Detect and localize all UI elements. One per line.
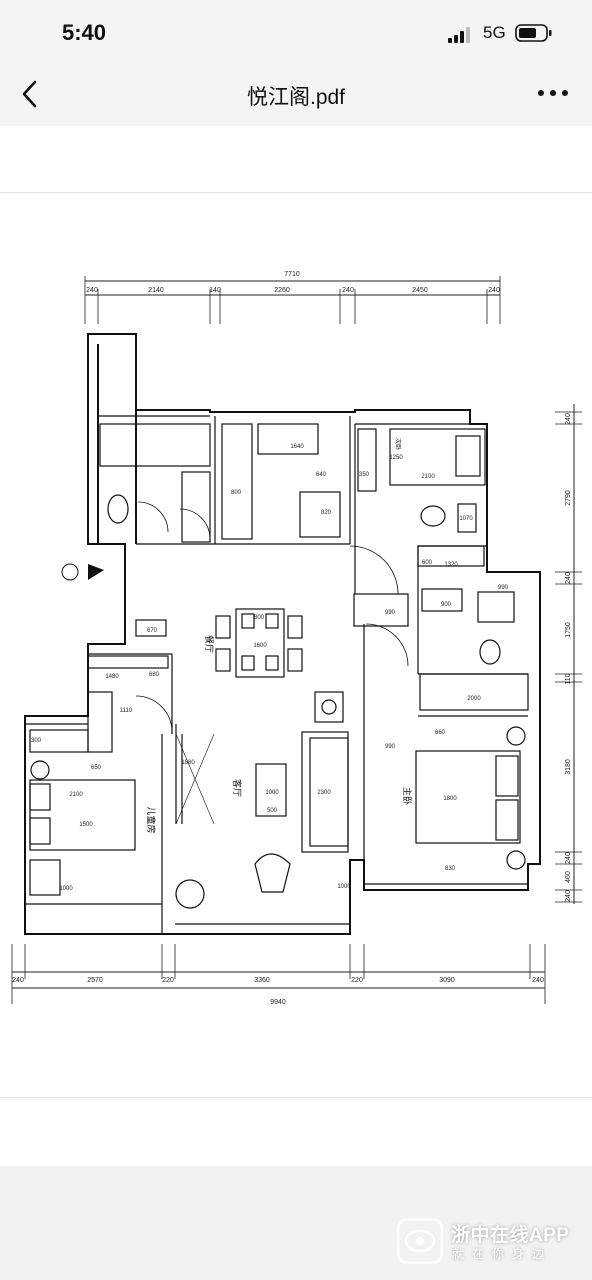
dim-label: 800	[231, 490, 242, 496]
dim-label: 990	[385, 610, 396, 616]
dim-label: 990	[385, 744, 396, 750]
dim-label: 1880	[181, 760, 195, 766]
dim-label: 1000	[59, 886, 73, 892]
status-bar: 5:40 5G	[0, 0, 592, 62]
page-divider	[0, 1097, 592, 1098]
dim-label: 800	[254, 615, 265, 621]
watermark-brand: 浙中在线APP	[451, 1225, 570, 1246]
top-dim: 2260	[274, 287, 290, 294]
bottom-dim: 220	[162, 977, 174, 984]
dim-label: 1070	[459, 516, 473, 522]
page-divider	[0, 192, 592, 193]
floor-plan-drawing: 7710 240 2140 140 2260 240 2450 240 240 …	[11, 271, 582, 1006]
app-watermark: 浙中在线APP 就在你身边	[0, 1166, 592, 1280]
top-dim: 2450	[412, 287, 428, 294]
back-arrow-icon[interactable]	[14, 76, 48, 112]
right-dim: 240	[565, 413, 572, 425]
dim-label: 1500	[79, 822, 93, 828]
bottom-dim: 240	[532, 977, 544, 984]
more-options-icon[interactable]	[536, 88, 570, 98]
status-time: 5:40	[62, 20, 107, 45]
top-dim: 2140	[148, 287, 164, 294]
room-label-child: 儿童房	[146, 806, 157, 833]
dim-label: 670	[147, 628, 158, 634]
network-type: 5G	[483, 23, 506, 42]
bottom-dim: 2570	[87, 977, 103, 984]
right-dim: 3180	[565, 759, 572, 775]
top-dim: 140	[209, 287, 221, 294]
top-total-dim: 7710	[284, 271, 300, 278]
battery-icon	[515, 24, 552, 42]
zhezhong-logo-icon	[397, 1218, 443, 1264]
dim-label: 350	[359, 472, 370, 478]
dim-label: 1250	[389, 455, 403, 461]
dim-label: 1000	[337, 884, 351, 890]
dim-label: 830	[445, 866, 456, 872]
dim-label: 650	[91, 765, 102, 771]
top-dim: 240	[342, 287, 354, 294]
dim-label: 680	[149, 672, 160, 678]
dim-label: 990	[498, 585, 509, 591]
dim-label: 1600	[253, 643, 267, 649]
right-dim: 240	[565, 852, 572, 864]
room-label-dining: 餐厅	[204, 635, 215, 653]
dim-label: 660	[435, 730, 446, 736]
room-label-living: 客厅	[232, 779, 243, 797]
dim-label: 1320	[444, 562, 458, 568]
bottom-dim: 220	[351, 977, 363, 984]
top-dim: 240	[86, 287, 98, 294]
dim-label: 500	[267, 808, 278, 814]
dim-label: 2100	[421, 474, 435, 480]
cellular-signal-icon	[448, 27, 470, 43]
right-dim: 240	[565, 572, 572, 584]
dim-label: 820	[321, 510, 332, 516]
dim-label: 1640	[290, 444, 304, 450]
dim-label: 2300	[317, 790, 331, 796]
dim-label: 1110	[120, 708, 133, 714]
bottom-total-dim: 9940	[270, 999, 286, 1006]
dim-label: 900	[441, 602, 452, 608]
dim-label: 2000	[467, 696, 481, 702]
dim-label: 600	[422, 560, 433, 566]
pdf-page[interactable]	[0, 126, 592, 1166]
room-label-secondary: 次卧	[394, 438, 402, 450]
document-title: 悦江阁.pdf	[246, 86, 346, 109]
room-label-master: 主卧	[402, 787, 413, 805]
right-dim: 460	[565, 871, 572, 883]
right-dim: 240	[565, 890, 572, 902]
navigation-bar: 悦江阁.pdf	[0, 62, 592, 126]
bottom-dim: 3090	[439, 977, 455, 984]
right-dim: 2790	[565, 490, 572, 506]
bottom-dim: 240	[12, 977, 24, 984]
dim-label: 2100	[69, 792, 83, 798]
dim-label: 640	[316, 472, 327, 478]
bottom-dim: 3360	[254, 977, 270, 984]
top-dim: 240	[488, 287, 500, 294]
dim-label: 1480	[105, 674, 119, 680]
watermark-slogan: 就在你身边	[452, 1247, 553, 1261]
dim-label: 1800	[443, 796, 457, 802]
right-dim: 1750	[565, 622, 572, 638]
dim-label: 1000	[265, 790, 279, 796]
right-dim: 110	[565, 673, 572, 684]
dim-label: 300	[31, 738, 42, 744]
